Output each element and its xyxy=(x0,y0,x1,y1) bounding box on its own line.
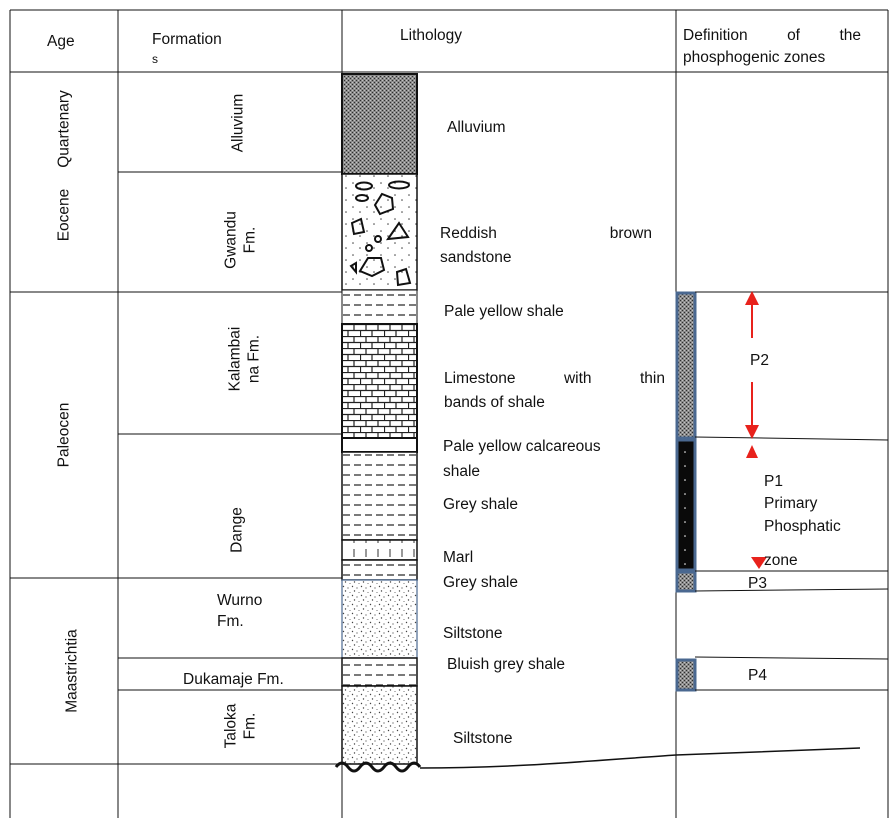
litho-bluish-grey-shale: Bluish grey shale xyxy=(447,656,566,673)
litho-siltstone-2: Siltstone xyxy=(453,730,513,747)
litho-grey-shale: Grey shale xyxy=(443,496,518,513)
header-lithology: Lithology xyxy=(400,27,463,44)
zone-p1-zone: zone xyxy=(764,552,798,569)
marl-bed xyxy=(341,539,418,561)
zone-p3-label: P3 xyxy=(748,575,767,590)
litho-calcareous-line1: Pale yellow calcareous xyxy=(443,438,601,455)
header-formation: Formation xyxy=(152,31,222,48)
zone-p1-bar xyxy=(675,438,697,572)
litho-reddish-line1: Reddish brown xyxy=(440,225,652,242)
phosphogenic-zones xyxy=(675,291,889,692)
limestone-bed xyxy=(341,323,418,439)
litho-limestone-line1: Limestone with thin xyxy=(444,370,665,387)
pale-yellow-shale-bed xyxy=(341,289,418,325)
litho-pale-yellow-shale: Pale yellow shale xyxy=(444,303,564,320)
litho-marl: Marl xyxy=(443,549,474,562)
formation-taloka-2: Fm. xyxy=(241,712,259,740)
zone-p1-label: P1 xyxy=(764,473,783,490)
zone-p1-phosphatic: Phosphatic xyxy=(764,518,841,535)
litho-grey-shale-2: Grey shale xyxy=(443,574,518,591)
zone-p3-clip: P3 xyxy=(745,575,785,590)
header-definition-line1: Definition of the xyxy=(683,27,861,44)
siltstone-bed xyxy=(341,579,418,659)
formation-alluvium: Alluvium xyxy=(229,93,247,153)
zone-p4-label: P4 xyxy=(748,667,767,684)
litho-calcareous-line2: shale xyxy=(443,463,481,480)
pebbles xyxy=(349,180,412,287)
p1-arrow-down xyxy=(751,557,767,569)
header-definition-line2: phosphogenic zones xyxy=(683,49,826,66)
header-age: Age xyxy=(47,33,75,50)
formation-dukamaje: Dukamaje Fm. xyxy=(183,671,284,688)
base-line xyxy=(419,747,861,769)
age-eocene: Eocene xyxy=(55,188,73,242)
lithology-column xyxy=(334,73,861,773)
zone-p2-bar xyxy=(675,291,697,440)
alluvium-bed xyxy=(341,73,418,175)
litho-reddish-line2: sandstone xyxy=(440,249,512,266)
formation-kalambaina-2: na Fm. xyxy=(245,334,263,384)
zone-p4-bar xyxy=(675,658,697,692)
zone-p2-label: P2 xyxy=(750,352,769,369)
formation-gwandu-2: Fm. xyxy=(241,226,259,254)
age-paleocen: Paleocen xyxy=(55,402,73,468)
p1-arrow-up xyxy=(746,445,758,458)
formation-taloka-1: Taloka xyxy=(222,703,240,749)
litho-alluvium: Alluvium xyxy=(447,119,506,136)
bluish-grey-shale-bed xyxy=(341,657,418,687)
litho-siltstone: Siltstone xyxy=(443,625,503,642)
formation-dange: Dange xyxy=(228,507,246,553)
grey-shale-bed xyxy=(341,451,418,541)
litho-limestone-line2: bands of shale xyxy=(444,394,545,411)
formation-kalambaina-1: Kalambai xyxy=(226,326,244,392)
siltstone-bed-2 xyxy=(341,685,418,765)
age-quartenary: Quartenary xyxy=(55,90,73,168)
zone-p3-bar xyxy=(675,570,697,593)
grey-shale-bed-2 xyxy=(341,559,418,581)
formation-wurno-2: Fm. xyxy=(217,613,244,630)
formation-wurno-1: Wurno xyxy=(217,592,263,609)
zone-p1-primary: Primary xyxy=(764,495,818,512)
calcareous-shale-bed xyxy=(341,437,418,453)
formation-gwandu-1: Gwandu xyxy=(222,211,240,269)
litho-marl-clip: Marl xyxy=(443,548,533,562)
age-maastrichtia: Maastrichtia xyxy=(63,629,81,713)
zone-arrows xyxy=(745,291,767,569)
header-formation-cont: s xyxy=(152,52,158,66)
unconformity-wavy-base xyxy=(334,761,422,773)
